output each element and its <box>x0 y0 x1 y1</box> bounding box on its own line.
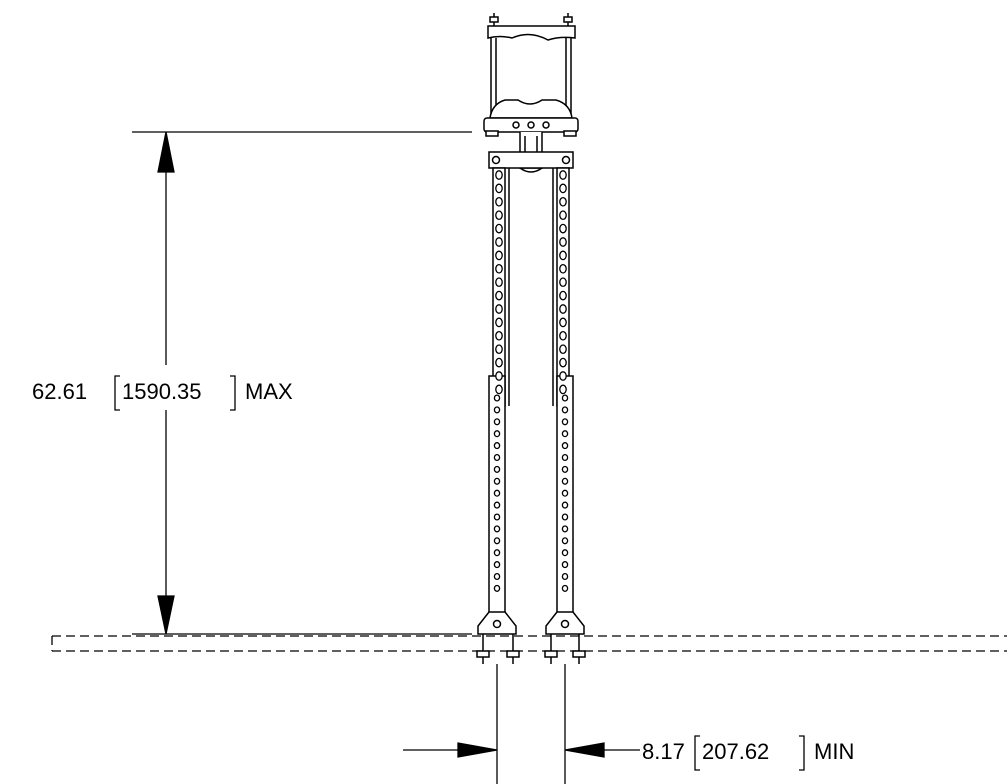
lower-leg-hole <box>561 561 569 569</box>
lower-leg-hole <box>493 465 501 473</box>
upper-leg-hole <box>559 183 567 194</box>
upper-leg-hole <box>495 263 503 274</box>
upper-leg-hole <box>559 357 567 368</box>
lower-leg-hole <box>561 453 569 462</box>
width-metric-value: 207.62 <box>702 739 769 764</box>
upper-leg-hole <box>495 344 503 355</box>
upper-leg-hole <box>559 330 567 341</box>
width-metric-bracket-close <box>799 735 805 771</box>
lower-leg-hole <box>493 501 501 509</box>
lower-leg-hole <box>561 572 569 581</box>
upper-leg-hole <box>495 371 503 381</box>
upper-leg-hole <box>495 357 503 368</box>
upper-leg-hole <box>559 263 567 274</box>
upper-leg-hole <box>559 344 567 355</box>
upper-leg-hole <box>495 170 503 180</box>
lower-leg-hole <box>493 430 501 438</box>
upper-leg-hole <box>559 371 567 381</box>
width-dimension <box>403 664 640 784</box>
upper-leg-hole <box>495 223 503 234</box>
width-arrow-left <box>457 742 498 758</box>
mounting-surface-dashed <box>51 635 1007 652</box>
lower-leg-sections <box>488 375 574 621</box>
width-arrow-right <box>564 742 605 758</box>
upper-leg-hole <box>559 304 567 314</box>
upper-leg-hole <box>495 250 503 261</box>
lower-leg-hole <box>561 513 569 521</box>
lower-leg-hole <box>493 453 501 462</box>
lower-leg-hole <box>493 549 501 557</box>
upper-leg-hole <box>495 196 503 207</box>
lower-leg-hole <box>561 501 569 509</box>
upper-leg-hole <box>559 290 567 301</box>
lower-leg-hole <box>493 489 501 497</box>
width-metric-bracket-open <box>694 735 700 771</box>
height-metric-bracket-close <box>230 375 236 411</box>
height-arrow-bottom <box>157 595 175 635</box>
lower-leg-hole <box>493 418 501 426</box>
upper-leg-hole <box>495 330 503 341</box>
upper-leg-hole <box>559 196 567 207</box>
lower-leg-hole <box>561 430 569 438</box>
upper-leg-hole <box>559 210 567 221</box>
lower-leg-hole <box>493 537 501 545</box>
height-value: 62.61 <box>32 379 87 404</box>
lower-leg-hole <box>493 525 501 533</box>
lower-leg-hole <box>561 489 569 497</box>
lower-leg-hole <box>493 442 501 450</box>
height-qualifier: MAX <box>245 379 293 404</box>
upper-leg-hole <box>559 170 567 180</box>
upper-leg-sections <box>492 167 570 407</box>
upper-leg-hole <box>495 290 503 301</box>
leg-adjustment-holes <box>493 170 569 592</box>
lower-leg-hole <box>493 477 501 485</box>
lower-leg-hole <box>561 418 569 426</box>
upper-leg-hole <box>495 384 503 395</box>
height-metric-bracket-open <box>114 375 120 411</box>
upper-leg-hole <box>559 237 567 247</box>
lower-leg-hole <box>493 572 501 581</box>
top-clamp-bracket <box>483 13 579 173</box>
upper-leg-hole <box>495 304 503 314</box>
lower-leg-hole <box>561 406 569 414</box>
lower-leg-hole <box>561 525 569 533</box>
lower-leg-hole <box>561 442 569 450</box>
upper-leg-hole <box>559 317 567 328</box>
width-qualifier: MIN <box>814 739 854 764</box>
leg-cross-plate <box>488 151 574 169</box>
upper-leg-hole <box>495 237 503 247</box>
upper-leg-hole <box>559 223 567 234</box>
height-arrow-top <box>157 131 175 173</box>
upper-leg-hole <box>495 210 503 221</box>
lower-leg-hole <box>561 394 569 402</box>
height-metric-value: 1590.35 <box>122 379 202 404</box>
upper-leg-hole <box>559 384 567 395</box>
height-dimension <box>132 131 472 635</box>
leg-feet <box>476 611 586 664</box>
lower-leg-hole <box>493 513 501 521</box>
upper-leg-hole <box>559 277 567 288</box>
lower-leg-hole <box>493 584 501 592</box>
lower-leg-hole <box>561 584 569 592</box>
lower-leg-hole <box>561 477 569 485</box>
lower-leg-hole <box>561 549 569 557</box>
lower-leg-hole <box>561 537 569 545</box>
width-dimension-label: 8.17 207.62 MIN <box>642 735 854 771</box>
lower-leg-hole <box>561 465 569 473</box>
upper-leg-hole <box>495 277 503 288</box>
lower-leg-hole <box>493 561 501 569</box>
upper-leg-hole <box>495 183 503 194</box>
lower-leg-hole <box>493 406 501 414</box>
width-value: 8.17 <box>642 739 685 764</box>
upper-leg-hole <box>495 317 503 328</box>
upper-leg-hole <box>559 250 567 261</box>
lower-leg-hole <box>493 394 501 402</box>
height-dimension-label: 62.61 1590.35 MAX <box>32 375 293 411</box>
